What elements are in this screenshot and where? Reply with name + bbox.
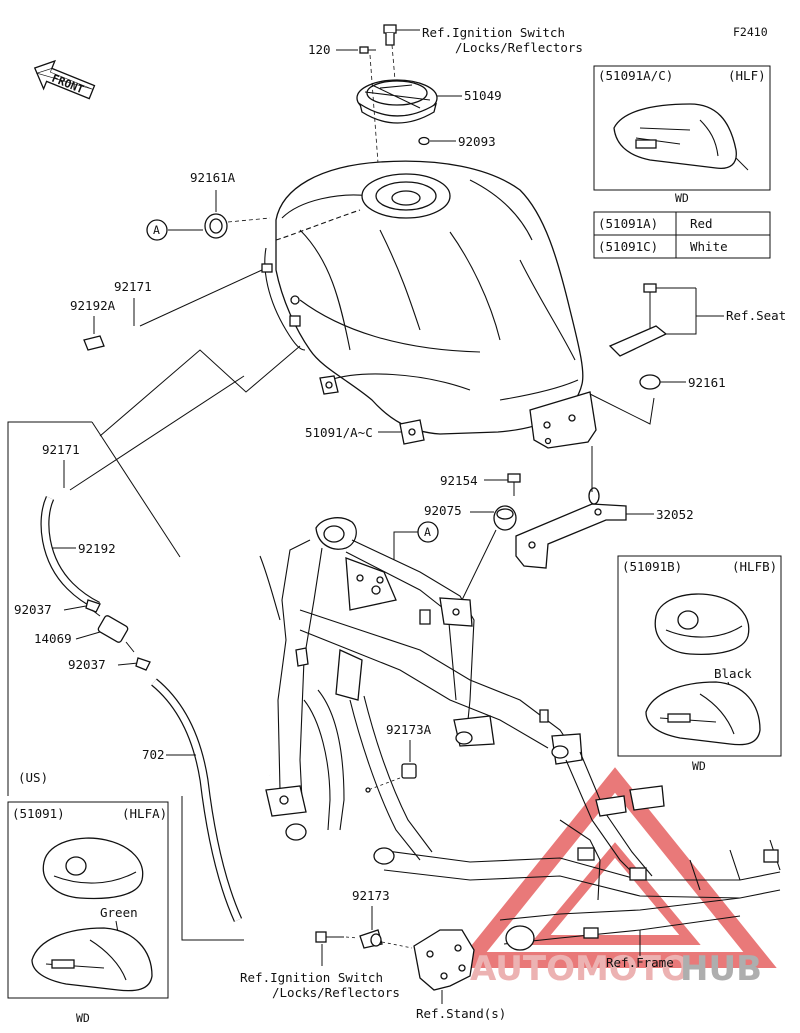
- watermark-text-2: HUB: [680, 949, 762, 989]
- stand-bracket: [413, 929, 475, 1004]
- callout-92161A: 92161A: [190, 170, 236, 185]
- inset-hlf-code: (51091A/C): [598, 68, 673, 83]
- reference-mark-a-1-label: A: [153, 223, 160, 237]
- seat-bolt-and-plate: [589, 283, 724, 425]
- grommet-92161A: [168, 190, 271, 239]
- fuel-tank: [261, 160, 597, 449]
- reference-mark-a-1: [146, 219, 168, 241]
- color-table: (51091A) Red (51091C) White: [593, 211, 771, 259]
- callout-92154: 92154: [440, 473, 478, 488]
- callout-32052: 32052: [656, 507, 694, 522]
- callout-14069: 14069: [34, 631, 72, 646]
- callout-92075: 92075: [424, 503, 462, 518]
- front-arrow-icon: FRONT: [33, 59, 96, 100]
- callout-702: 702: [142, 747, 165, 762]
- bolt-92154: [507, 473, 521, 496]
- ref-ignition-top-line2: /Locks/Reflectors: [455, 40, 583, 55]
- hose-92192A: [79, 335, 274, 776]
- clip-92173A: [401, 763, 417, 779]
- callout-92192: 92192: [78, 541, 116, 556]
- inset-hlfb-caption: WD: [692, 759, 706, 773]
- inset-hlf-variant: (HLF): [728, 68, 766, 83]
- bracket-32052: [515, 487, 627, 569]
- fuel-cap-group: [336, 24, 462, 191]
- callout-92037-top: 92037: [14, 602, 52, 617]
- reference-mark-a-2-label: A: [424, 525, 431, 539]
- inset-hlfb-code: (51091B): [622, 559, 682, 574]
- callout-92161: 92161: [688, 375, 726, 390]
- inset-hlfa-code: (51091): [12, 806, 65, 821]
- rubber-92075: [493, 505, 517, 531]
- inset-hlfa-color: Green: [100, 905, 138, 920]
- inset-hlf-caption: WD: [675, 191, 689, 205]
- callout-120: 120: [308, 42, 331, 57]
- inset-hlf: (51091A/C) (HLF) WD: [593, 65, 771, 205]
- watermark: AUTOMOTO HUB: [453, 767, 777, 989]
- inset-hlfa-variant: (HLFA): [122, 806, 167, 821]
- ref-seat-label: Ref.Seat: [726, 308, 786, 323]
- callout-51049: 51049: [464, 88, 502, 103]
- callout-92173: 92173: [352, 888, 390, 903]
- callout-92037-bottom: 92037: [68, 657, 106, 672]
- inset-hlfb-color: Black: [714, 666, 752, 681]
- callout-51091-tank: 51091/A~C: [305, 425, 373, 440]
- region-us-label: (US): [18, 770, 48, 785]
- color-row-1-color: Red: [690, 216, 713, 231]
- figure-code: F2410: [733, 25, 768, 39]
- ref-frame-label: Ref.Frame: [606, 955, 674, 970]
- ref-ignition-top-line1: Ref.Ignition Switch: [422, 25, 565, 40]
- hose-702: [151, 678, 243, 922]
- inset-hlfa: (51091) (HLFA) Green WD: [7, 801, 169, 1025]
- ref-stand-label: Ref.Stand(s): [416, 1006, 506, 1021]
- frame-bushing: [583, 927, 599, 939]
- color-row-2-code: (51091C): [598, 239, 658, 254]
- callout-92171-top: 92171: [114, 279, 152, 294]
- ref-ignition-bottom-line2: /Locks/Reflectors: [272, 985, 400, 1000]
- color-row-2-color: White: [690, 239, 728, 254]
- ref-ignition-bottom-line1: Ref.Ignition Switch: [240, 970, 383, 985]
- watermark-text-1: AUTOMOTO: [470, 949, 690, 989]
- valve-14069: [91, 609, 135, 653]
- callout-92093: 92093: [458, 134, 496, 149]
- callout-92171-left: 92171: [42, 442, 80, 457]
- inset-hlfb: (51091B) (HLFB) Black WD: [617, 555, 782, 773]
- callout-92173A: 92173A: [386, 722, 432, 737]
- frame: [259, 517, 781, 951]
- clip-92173: [359, 929, 383, 949]
- color-row-1-code: (51091A): [598, 216, 658, 231]
- inset-hlfa-caption: WD: [76, 1011, 90, 1025]
- inset-hlfb-variant: (HLFB): [732, 559, 777, 574]
- callout-92192A: 92192A: [70, 298, 116, 313]
- bolt-ref-ignition-bottom: [315, 931, 344, 943]
